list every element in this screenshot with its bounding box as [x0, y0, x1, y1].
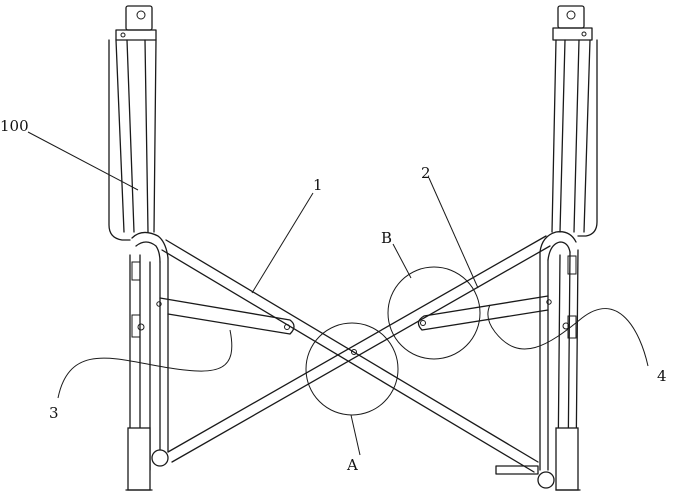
detail-circle-b — [387, 266, 481, 360]
label-a: A — [346, 456, 358, 474]
detail-circle-a — [305, 322, 399, 416]
label-1: 1 — [313, 176, 323, 194]
label-100: 100 — [0, 117, 29, 135]
right-upright — [495, 5, 598, 491]
left-upright — [108, 5, 169, 491]
label-b: B — [381, 229, 392, 247]
label-3: 3 — [49, 404, 59, 422]
label-4: 4 — [657, 367, 667, 385]
label-2: 2 — [421, 164, 431, 182]
link-arms — [159, 295, 549, 335]
leader-lines — [27, 131, 649, 456]
scissor-bars — [161, 235, 551, 473]
